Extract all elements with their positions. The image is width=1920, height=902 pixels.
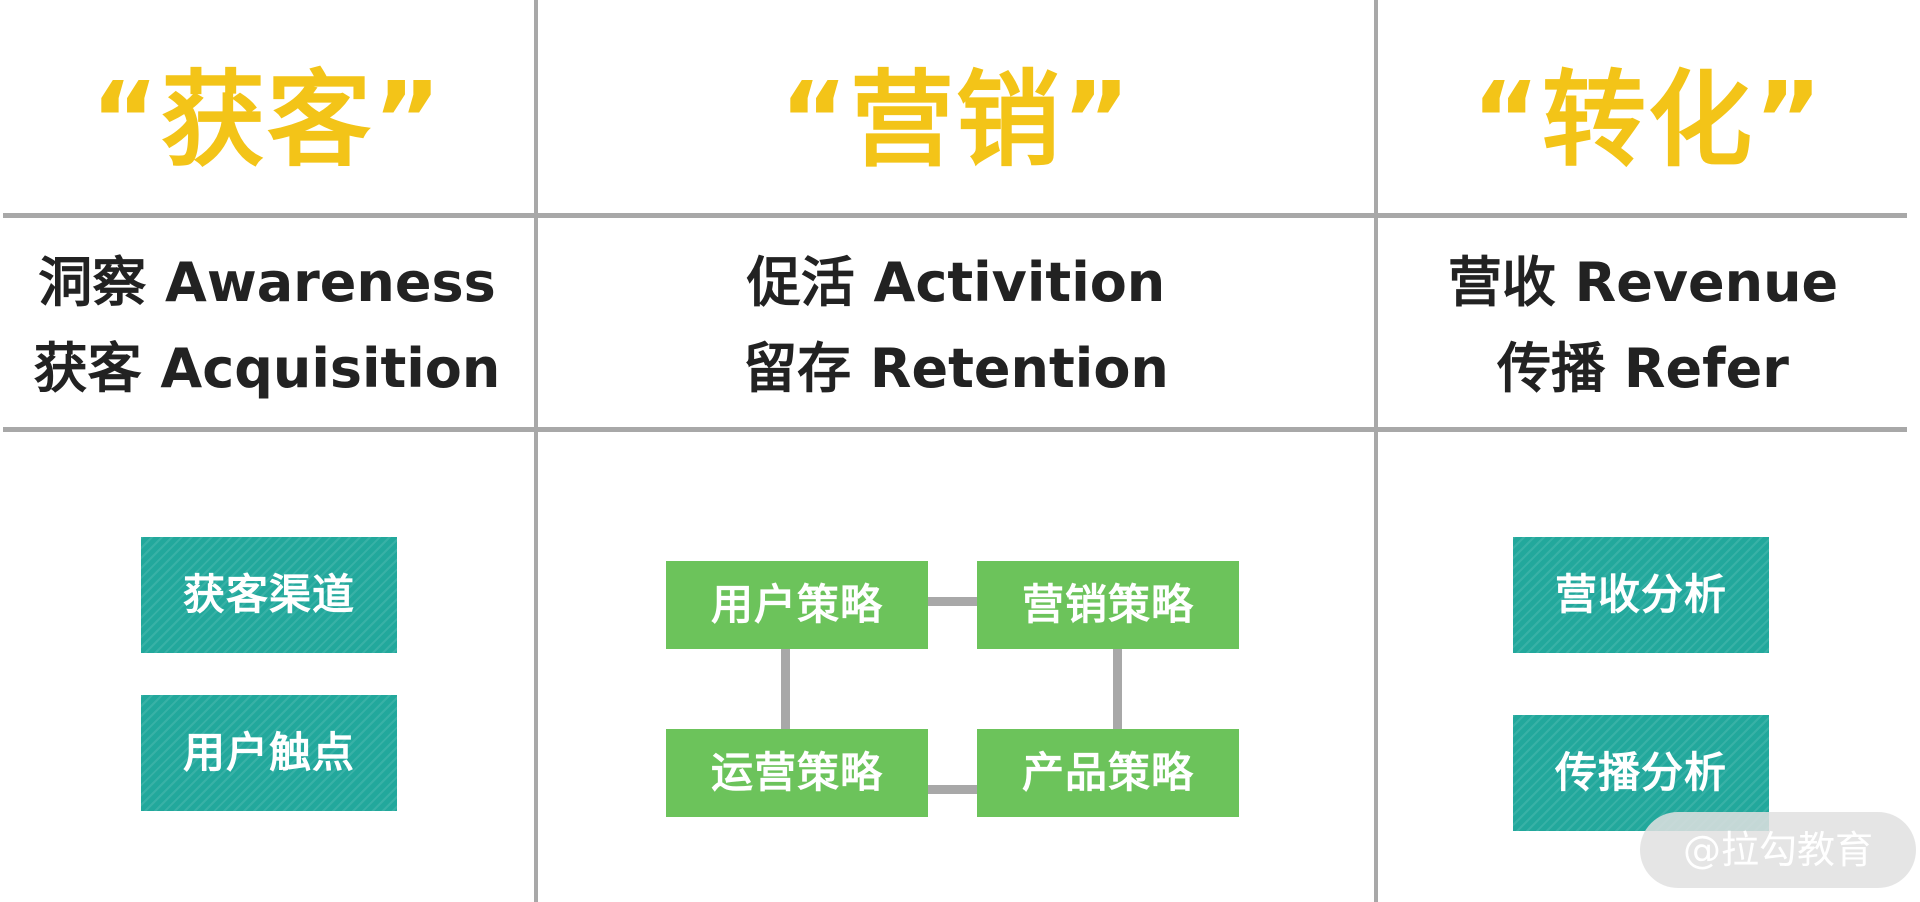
stage-activation: 促活 Activition xyxy=(746,251,1166,314)
column-title-conversion: “转化” xyxy=(1471,59,1825,181)
stage-retention: 留存 Retention xyxy=(743,337,1169,400)
box-marketing-strategy: 营销策略 xyxy=(977,561,1239,649)
stage-acquisition: 获客 Acquisition xyxy=(33,337,501,400)
stage-block-conversion: 营收 Revenue 传播 Refer xyxy=(1378,240,1908,420)
box-product-strategy: 产品策略 xyxy=(977,729,1239,817)
watermark: @拉勾教育 xyxy=(1640,812,1916,888)
column-divider-left xyxy=(534,0,538,902)
row-divider-top xyxy=(3,213,1907,218)
connector-bottom xyxy=(928,785,978,794)
box-user-touchpoints: 用户触点 xyxy=(141,695,397,811)
stage-awareness: 洞察 Awareness xyxy=(38,251,496,314)
box-acquisition-channels: 获客渠道 xyxy=(141,537,397,653)
stage-revenue: 营收 Revenue xyxy=(1447,251,1839,314)
column-title-acquisition: “获客” xyxy=(90,59,444,181)
box-revenue-analysis: 营收分析 xyxy=(1513,537,1769,653)
column-divider-right xyxy=(1374,0,1378,902)
box-referral-analysis: 传播分析 xyxy=(1513,715,1769,831)
row-divider-bottom xyxy=(3,427,1907,432)
connector-right xyxy=(1113,648,1122,730)
stage-block-marketing: 促活 Activition 留存 Retention xyxy=(538,240,1374,420)
box-operation-strategy: 运营策略 xyxy=(666,729,928,817)
connector-left xyxy=(781,648,790,730)
stage-block-acquisition: 洞察 Awareness 获客 Acquisition xyxy=(0,240,534,420)
connector-top xyxy=(928,597,978,606)
box-user-strategy: 用户策略 xyxy=(666,561,928,649)
column-title-marketing: “营销” xyxy=(779,59,1133,181)
stage-refer: 传播 Refer xyxy=(1497,337,1789,400)
